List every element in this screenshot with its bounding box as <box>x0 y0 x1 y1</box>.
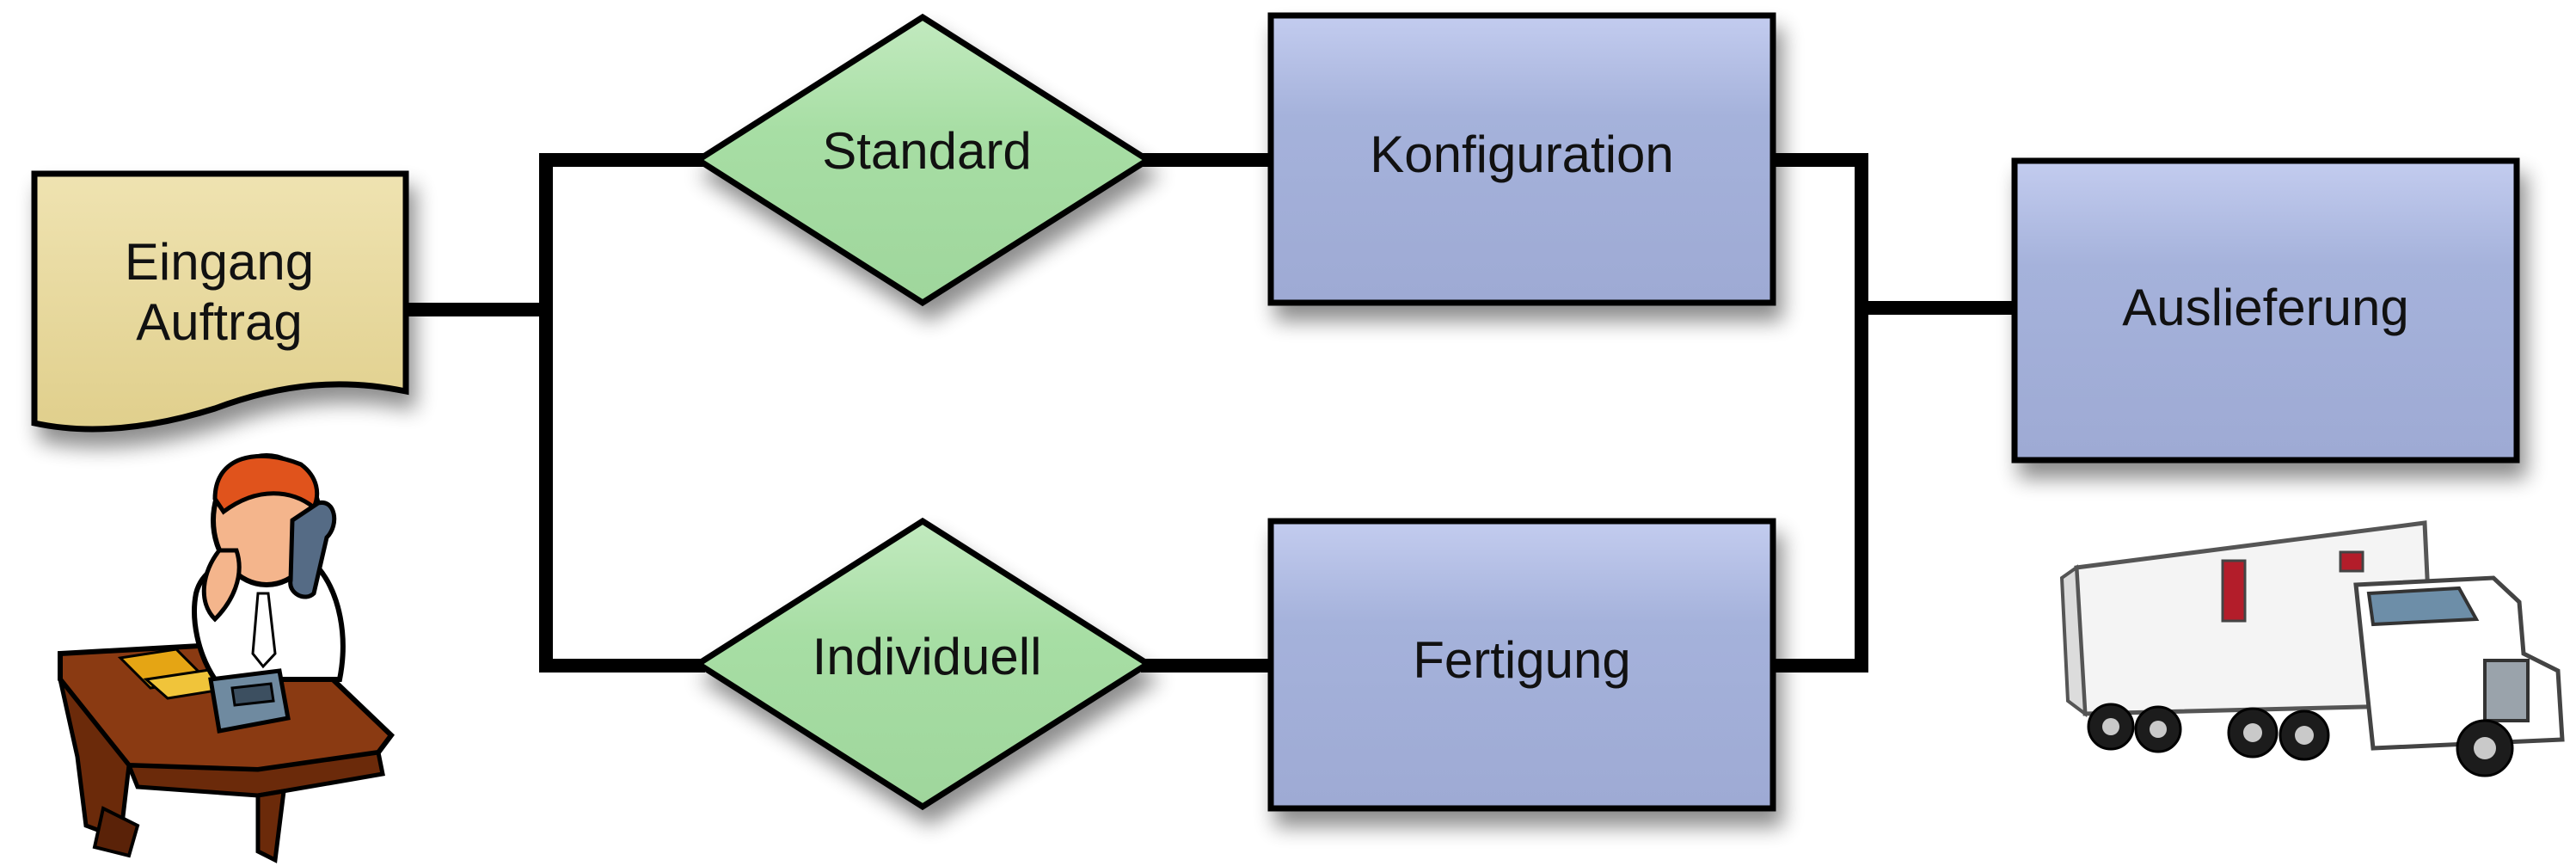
connector-split <box>539 153 705 673</box>
connector-merge <box>1766 153 1868 673</box>
node-konfiguration: Konfiguration <box>1267 12 1776 306</box>
node-auslieferung: Auslieferung <box>2011 157 2520 464</box>
standard-label: Standard <box>822 122 1032 180</box>
document-shape <box>31 170 409 433</box>
konfiguration-box <box>1267 12 1776 306</box>
konfiguration-label: Konfiguration <box>1370 126 1674 183</box>
auslieferung-box <box>2011 157 2520 464</box>
node-individuell-decision: Individuell <box>692 517 1154 811</box>
semi-truck-icon <box>2059 520 2565 777</box>
eingang-label-line2: Auftrag <box>136 293 302 351</box>
fertigung-label: Fertigung <box>1413 631 1630 689</box>
node-standard-decision: Standard <box>692 13 1154 307</box>
eingang-label-line1: Eingang <box>125 233 314 291</box>
node-fertigung: Fertigung <box>1267 518 1776 812</box>
auslieferung-label: Auslieferung <box>2122 279 2409 336</box>
node-eingang-auftrag: Eingang Auftrag <box>31 170 409 433</box>
connectors <box>401 153 2021 673</box>
standard-diamond <box>692 13 1154 307</box>
fertigung-box <box>1267 518 1776 812</box>
individuell-label: Individuell <box>813 628 1042 685</box>
individuell-diamond <box>692 517 1154 811</box>
clerk-on-phone-icon <box>58 453 395 863</box>
